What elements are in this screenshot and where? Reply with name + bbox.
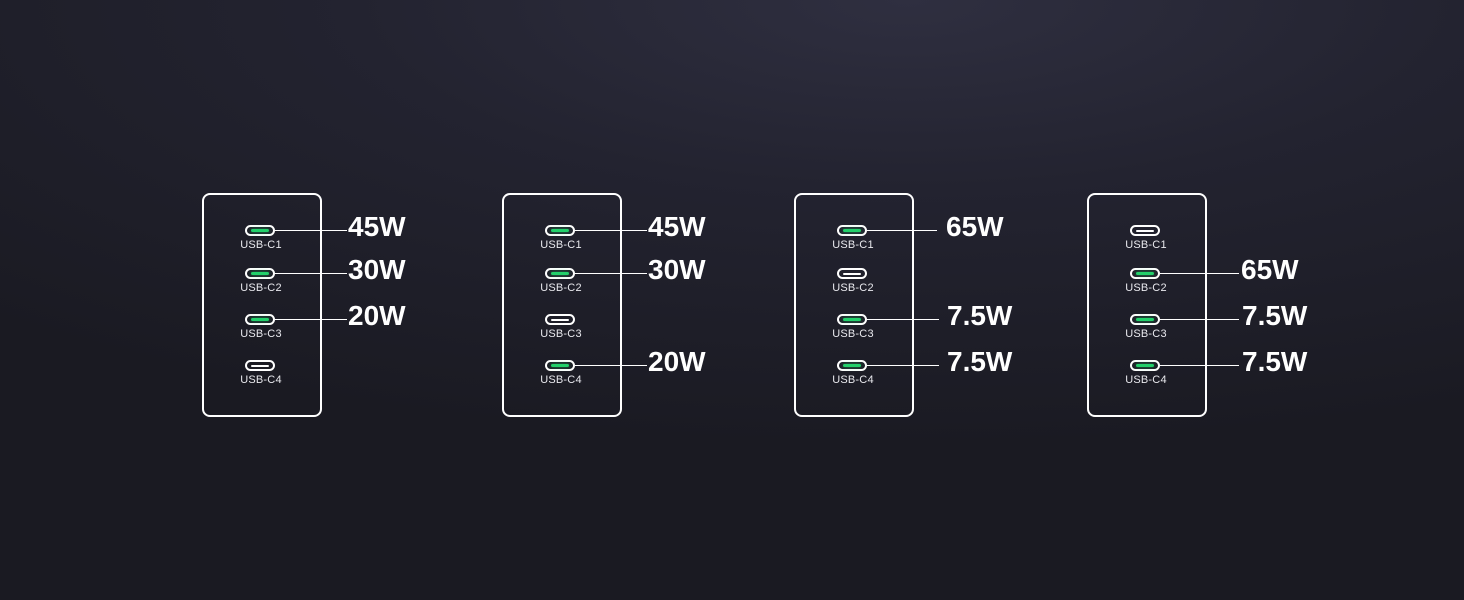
- usb-c-port-active-icon: [245, 225, 275, 236]
- port-indicator: [1136, 272, 1154, 275]
- port-indicator: [1136, 318, 1154, 321]
- port-row-2: USB-C2 30W: [202, 255, 522, 308]
- port-label: USB-C4: [240, 374, 282, 386]
- leader-line: [575, 230, 647, 232]
- usb-c-port-active-icon: [837, 360, 867, 371]
- port-indicator: [251, 364, 269, 367]
- wattage-label: 45W: [348, 211, 406, 242]
- leader-line: [867, 319, 939, 321]
- wattage-label: 7.5W: [947, 346, 1013, 377]
- usb-c-port-idle-icon: [545, 314, 575, 325]
- port-indicator: [843, 364, 861, 367]
- port-label: USB-C4: [540, 374, 582, 386]
- leader-line: [275, 273, 347, 275]
- port-indicator: [551, 272, 569, 275]
- port-row-4: USB-C4: [202, 360, 522, 400]
- port-row-2: USB-C2: [794, 268, 1114, 308]
- port-label: USB-C3: [240, 328, 282, 340]
- usb-c-port-idle-icon: [245, 360, 275, 371]
- leader-line: [1160, 365, 1239, 367]
- usb-c-port-active-icon: [837, 314, 867, 325]
- leader-line: [867, 230, 937, 232]
- port-indicator: [551, 229, 569, 232]
- usb-c-port-active-icon: [545, 360, 575, 371]
- port-row-3: USB-C3: [502, 314, 822, 354]
- leader-line: [575, 273, 647, 275]
- port-row-4: USB-C4 7.5W: [1087, 347, 1407, 400]
- port-label: USB-C3: [540, 328, 582, 340]
- port-indicator: [843, 229, 861, 232]
- port-row-4: USB-C4 7.5W: [794, 347, 1114, 400]
- port-indicator: [551, 318, 569, 321]
- port-row-1: USB-C1 45W: [502, 212, 822, 265]
- wattage-label: 65W: [1241, 254, 1299, 285]
- port-indicator: [1136, 229, 1154, 232]
- port-row-3: USB-C3 20W: [202, 301, 522, 354]
- port-label: USB-C2: [1125, 282, 1167, 294]
- leader-line: [1160, 273, 1239, 275]
- port-label: USB-C3: [832, 328, 874, 340]
- wattage-label: 20W: [648, 346, 706, 377]
- usb-c-port-active-icon: [245, 314, 275, 325]
- port-label: USB-C2: [832, 282, 874, 294]
- port-row-1: USB-C1 65W: [794, 212, 1114, 265]
- usb-c-port-active-icon: [1130, 360, 1160, 371]
- wattage-label: 30W: [348, 254, 406, 285]
- port-row-1: USB-C1: [1087, 225, 1407, 265]
- wattage-label: 20W: [348, 300, 406, 331]
- usb-c-port-active-icon: [545, 268, 575, 279]
- port-indicator: [843, 272, 861, 275]
- port-row-3: USB-C3 7.5W: [794, 301, 1114, 354]
- port-row-4: USB-C4 20W: [502, 347, 822, 400]
- port-indicator: [251, 272, 269, 275]
- usb-c-port-active-icon: [245, 268, 275, 279]
- leader-line: [275, 230, 347, 232]
- port-indicator: [251, 229, 269, 232]
- charger-outline: [502, 193, 622, 417]
- port-indicator: [843, 318, 861, 321]
- port-label: USB-C1: [832, 239, 874, 251]
- wattage-label: 7.5W: [1242, 300, 1308, 331]
- usb-c-port-active-icon: [1130, 314, 1160, 325]
- leader-line: [575, 365, 647, 367]
- port-label: USB-C4: [1125, 374, 1167, 386]
- wattage-label: 30W: [648, 254, 706, 285]
- wattage-label: 7.5W: [947, 300, 1013, 331]
- port-row-2: USB-C2 65W: [1087, 255, 1407, 308]
- port-indicator: [251, 318, 269, 321]
- leader-line: [275, 319, 347, 321]
- leader-line: [1160, 319, 1239, 321]
- wattage-label: 7.5W: [1242, 346, 1308, 377]
- wattage-label: 45W: [648, 211, 706, 242]
- port-label: USB-C4: [832, 374, 874, 386]
- port-label: USB-C1: [240, 239, 282, 251]
- port-label: USB-C3: [1125, 328, 1167, 340]
- charger-outline: [1087, 193, 1207, 417]
- wattage-label: 65W: [946, 211, 1004, 242]
- usb-c-port-active-icon: [1130, 268, 1160, 279]
- port-row-1: USB-C1 45W: [202, 212, 522, 265]
- usb-c-port-active-icon: [837, 225, 867, 236]
- port-indicator: [1136, 364, 1154, 367]
- port-label: USB-C2: [240, 282, 282, 294]
- port-label: USB-C2: [540, 282, 582, 294]
- leader-line: [867, 365, 939, 367]
- port-label: USB-C1: [540, 239, 582, 251]
- usb-c-port-idle-icon: [837, 268, 867, 279]
- charger-outline: [794, 193, 914, 417]
- port-label: USB-C1: [1125, 239, 1167, 251]
- usb-c-port-idle-icon: [1130, 225, 1160, 236]
- charging-configuration-1: USB-C1 45W USB-C2 30W USB-C3 20W USB-C4: [202, 193, 522, 417]
- port-row-2: USB-C2 30W: [502, 255, 822, 308]
- port-row-3: USB-C3 7.5W: [1087, 301, 1407, 354]
- usb-c-port-active-icon: [545, 225, 575, 236]
- port-indicator: [551, 364, 569, 367]
- charger-outline: [202, 193, 322, 417]
